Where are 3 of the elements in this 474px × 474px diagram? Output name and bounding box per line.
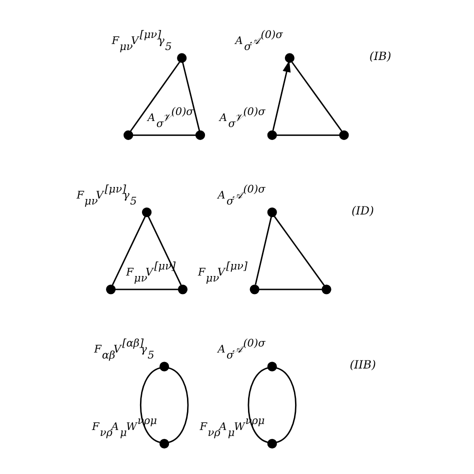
label: (IB) [368,49,391,64]
label: (IIB) [349,358,376,372]
label: (ID) [350,203,374,218]
